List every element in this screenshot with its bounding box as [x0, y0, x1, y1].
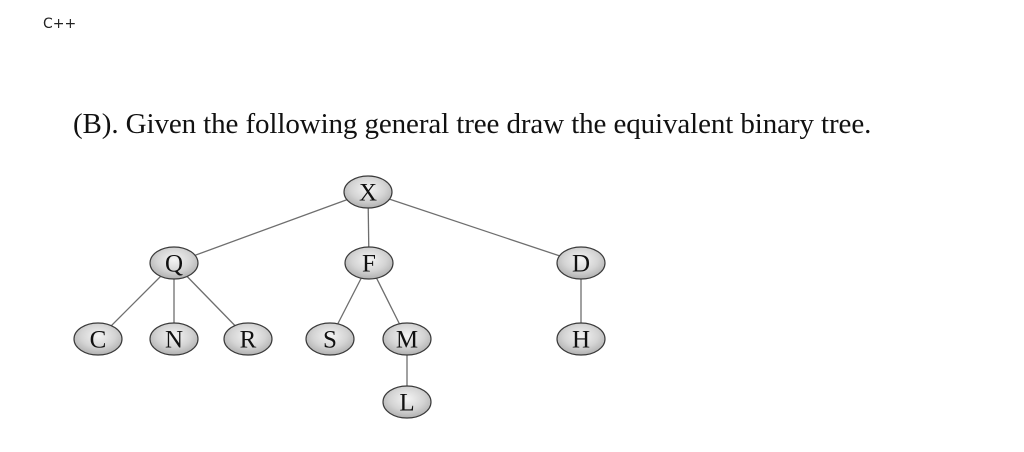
tree-node-q: Q: [149, 246, 199, 280]
tree-node-x: X: [343, 175, 393, 209]
tree-node-shape: [382, 385, 432, 419]
language-tag: C++: [43, 16, 77, 32]
tree-node-h: H: [556, 322, 606, 356]
tree-node-label: H: [572, 327, 590, 354]
tree-edges: [97, 191, 582, 402]
tree-node-label: L: [399, 390, 414, 417]
tree-node-shape: [556, 322, 606, 356]
tree-node-d: D: [556, 246, 606, 280]
tree-node-shape: [382, 322, 432, 356]
tree-node-shape: [149, 246, 199, 280]
tree-edge-x-q: [173, 191, 369, 264]
tree-node-label: C: [90, 327, 107, 354]
tree-node-shape: [344, 246, 394, 280]
tree-node-shape: [73, 322, 123, 356]
tree-node-label: M: [396, 327, 418, 354]
tree-nodes: X Q F D C N R S M H L: [73, 175, 606, 419]
tree-node-label: D: [572, 251, 590, 278]
tree-node-shape: [223, 322, 273, 356]
question-text: (B). Given the following general tree dr…: [73, 108, 872, 140]
tree-node-r: R: [223, 322, 273, 356]
tree-node-shape: [149, 322, 199, 356]
tree-node-n: N: [149, 322, 199, 356]
tree-node-label: Q: [165, 251, 183, 278]
tree-node-label: N: [165, 327, 183, 354]
tree-node-label: F: [362, 251, 376, 278]
tree-node-l: L: [382, 385, 432, 419]
tree-node-shape: [556, 246, 606, 280]
tree-node-label: S: [323, 327, 337, 354]
tree-node-s: S: [305, 322, 355, 356]
tree-node-shape: [343, 175, 393, 209]
tree-node-label: X: [359, 180, 377, 207]
tree-node-c: C: [73, 322, 123, 356]
tree-node-m: M: [382, 322, 432, 356]
tree-node-shape: [305, 322, 355, 356]
tree-node-f: F: [344, 246, 394, 280]
tree-node-label: R: [240, 327, 257, 354]
tree-edge-x-d: [367, 191, 582, 264]
